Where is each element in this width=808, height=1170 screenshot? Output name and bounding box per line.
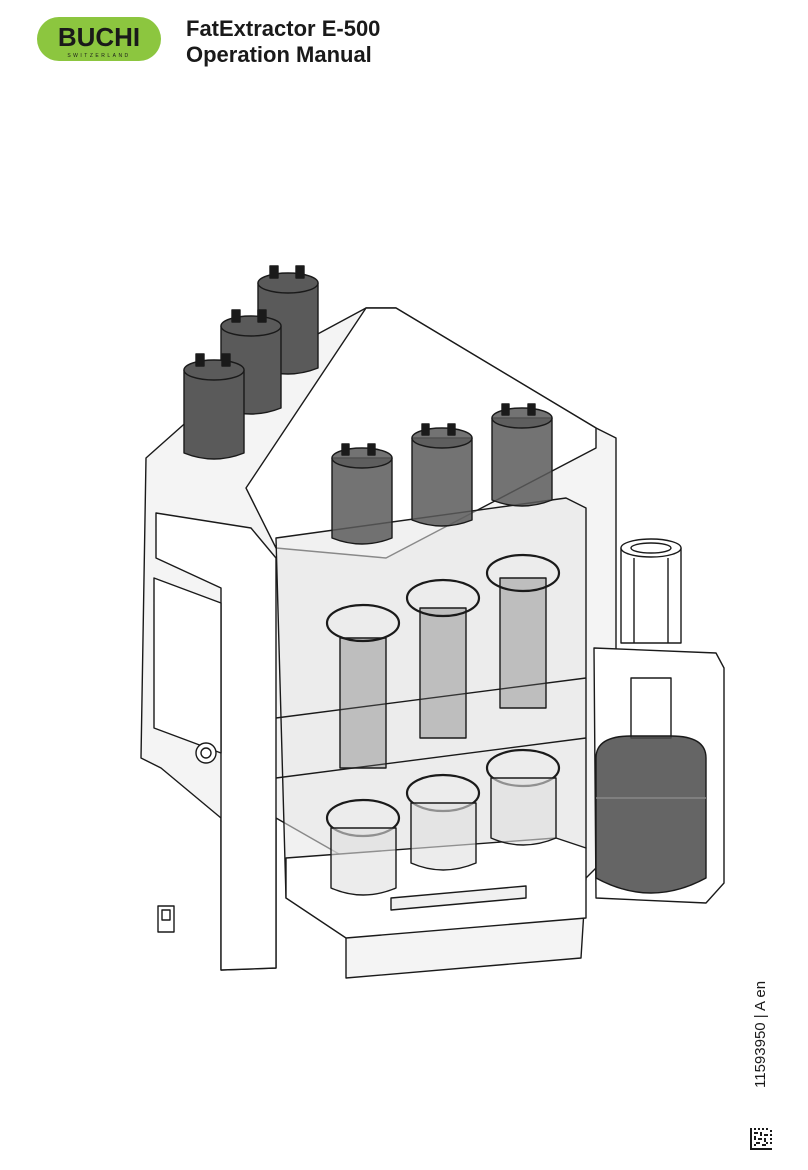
document-type: Operation Manual [186, 42, 372, 67]
document-number: 11593950 | A en [752, 980, 769, 1088]
logo-wordmark: BUCHI [58, 22, 140, 52]
buchi-logo: BUCHI SWITZERLAND [37, 17, 161, 61]
datamatrix-code-icon [750, 1128, 772, 1150]
logo-subtext: SWITZERLAND [67, 53, 130, 59]
instrument-illustration [140, 265, 725, 979]
header-title-block: FatExtractor E-500 Operation Manual [186, 16, 380, 68]
product-title: FatExtractor E-500 [186, 16, 381, 41]
